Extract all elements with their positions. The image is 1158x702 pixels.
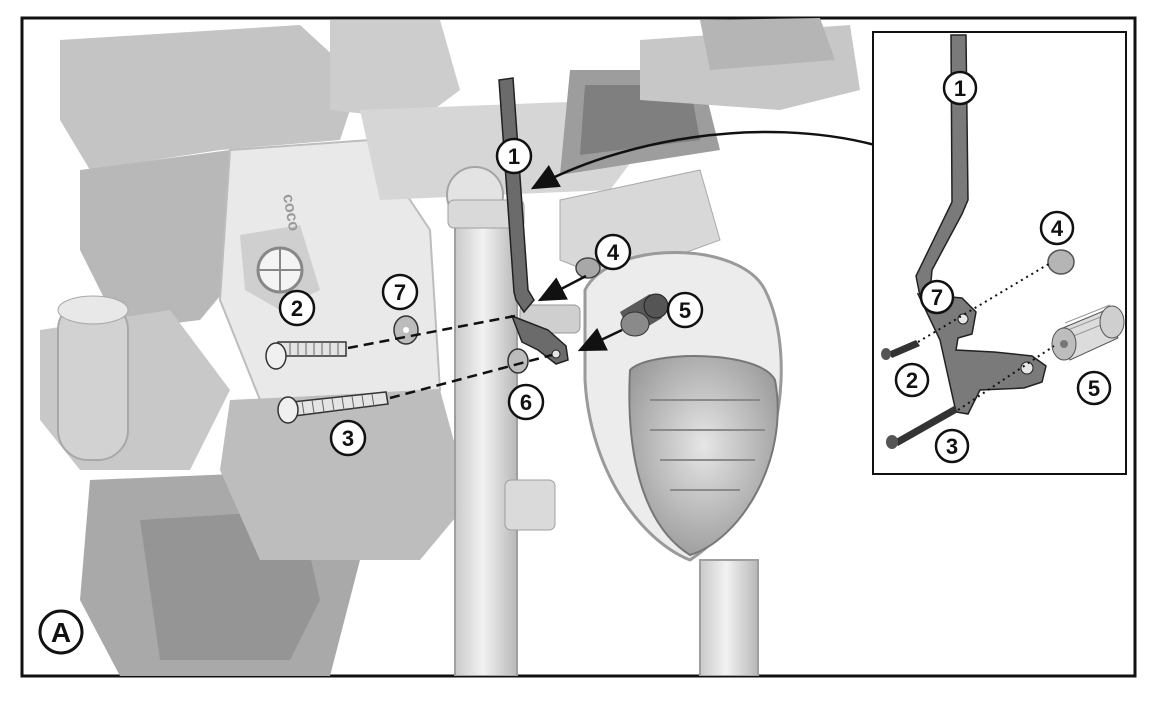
callout-7-inset-label: 7 xyxy=(931,285,943,310)
bolt-2-main xyxy=(265,341,347,370)
spacer-4-main xyxy=(575,257,601,279)
spacer-5-inset xyxy=(1051,304,1125,361)
washer-6-main xyxy=(507,348,529,374)
assembly-line-bolt-2 xyxy=(347,313,521,350)
callout-3-main: 3 xyxy=(329,419,367,457)
callout-2-inset: 2 xyxy=(894,362,930,398)
detail-inset: 1 2 3 4 5 7 xyxy=(872,31,1127,475)
callout-6-main-label: 6 xyxy=(520,390,532,415)
callout-1-inset: 1 xyxy=(942,70,978,106)
panel-label-text: A xyxy=(51,617,71,648)
bolt-3-main xyxy=(277,391,389,424)
inset-dotted-line-upper xyxy=(917,261,1053,343)
motorcycle-illustration: coco xyxy=(40,18,860,676)
bike-logo-text: coco xyxy=(279,193,302,233)
bracket-1-main xyxy=(498,77,569,365)
callout-5-main: 5 xyxy=(666,291,704,329)
callout-7-main: 7 xyxy=(381,273,419,311)
callout-3-inset-label: 3 xyxy=(946,434,958,459)
washer-7-main-hole xyxy=(403,327,409,333)
callout-5-main-label: 5 xyxy=(679,298,691,323)
callout-4-inset-label: 4 xyxy=(1051,216,1064,241)
bolt-3-inset xyxy=(886,406,958,449)
inset-dotted-line-lower xyxy=(957,345,1055,411)
callout-3-main-label: 3 xyxy=(342,426,354,451)
callout-7-inset: 7 xyxy=(919,279,955,315)
callout-4-inset: 4 xyxy=(1039,210,1075,246)
spacer-5-main xyxy=(620,293,669,337)
detail-inset-frame xyxy=(872,31,1127,475)
callout-3-inset: 3 xyxy=(934,428,970,464)
assembly-line-bolt-3 xyxy=(389,353,553,400)
callout-7-main-label: 7 xyxy=(394,280,406,305)
spacer-4-inset xyxy=(1047,249,1075,275)
callout-4-main: 4 xyxy=(594,233,632,271)
arrow-detail-to-bracket xyxy=(530,130,876,190)
callout-5-inset-label: 5 xyxy=(1088,376,1100,401)
bolt-2-inset xyxy=(881,340,920,360)
arrow-spacer-5 xyxy=(577,327,623,352)
callout-2-inset-label: 2 xyxy=(906,368,918,393)
callout-1-main: 1 xyxy=(495,137,533,175)
callout-2-main-label: 2 xyxy=(291,296,303,321)
arrow-spacer-4 xyxy=(537,274,587,302)
callout-5-inset: 5 xyxy=(1076,370,1112,406)
panel-label-a: A xyxy=(38,609,84,655)
callout-6-main: 6 xyxy=(507,383,545,421)
callout-1-main-label: 1 xyxy=(508,144,520,169)
callout-1-inset-label: 1 xyxy=(954,76,966,101)
callout-2-main: 2 xyxy=(278,289,316,327)
callout-4-main-label: 4 xyxy=(607,240,620,265)
